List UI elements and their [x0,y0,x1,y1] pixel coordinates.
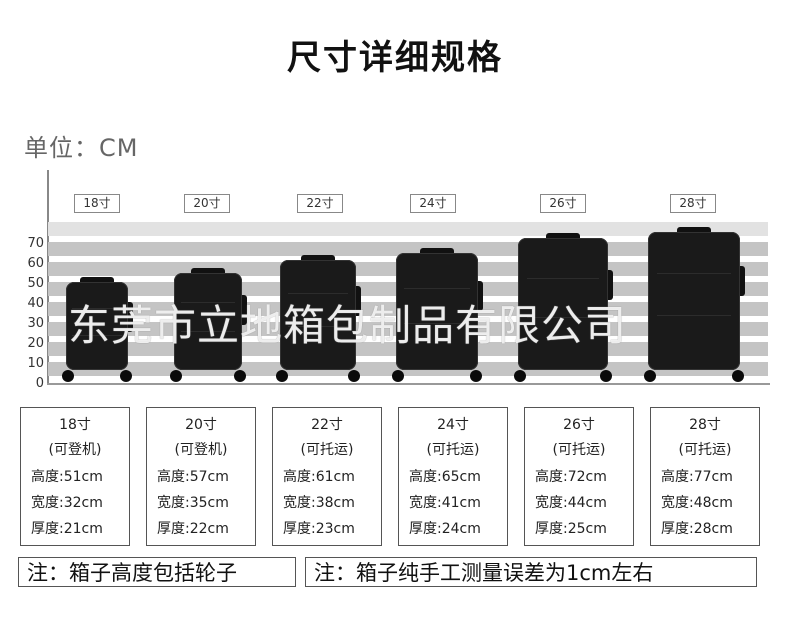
spec-height: 高度:77cm [661,469,733,485]
spec-depth: 厚度:25cm [535,521,607,537]
spec-height: 高度:72cm [535,469,607,485]
suitcase-28 [648,227,745,370]
wheel [600,370,612,382]
wheel [514,370,526,382]
wheel [234,370,246,382]
suitcase-22 [280,255,361,370]
spec-size: 26寸 [563,417,595,433]
spec-card-26: 26寸 (可托运) 高度:72cm 宽度:44cm 厚度:25cm [524,407,634,546]
page-title: 尺寸详细规格 [287,38,503,78]
size-tag: 20寸 [184,194,230,213]
spec-height: 高度:65cm [409,469,481,485]
y-tick-label: 50 [27,276,44,291]
wheel [62,370,74,382]
size-tag: 22寸 [297,194,343,213]
size-tag: 28寸 [670,194,716,213]
wheel [276,370,288,382]
note-measurement-error: 注：箱子纯手工测量误差为1cm左右 [305,557,757,587]
spec-height: 高度:61cm [283,469,355,485]
spec-card-22: 22寸 (可托运) 高度:61cm 宽度:38cm 厚度:23cm [272,407,382,546]
spec-type: (可托运) [552,442,606,458]
spec-height: 高度:57cm [157,469,229,485]
wheel [170,370,182,382]
suitcase-20 [174,268,247,370]
spec-type: (可托运) [426,442,480,458]
spec-size: 18寸 [59,417,91,433]
spec-width: 宽度:44cm [535,495,607,511]
suitcase-26 [518,233,613,370]
y-tick-label: 70 [27,236,44,251]
spec-type: (可登机) [174,442,228,458]
wheel [348,370,360,382]
grid-band [48,222,768,236]
spec-card-18: 18寸 (可登机) 高度:51cm 宽度:32cm 厚度:21cm [20,407,130,546]
spec-card-28: 28寸 (可托运) 高度:77cm 宽度:48cm 厚度:28cm [650,407,760,546]
size-tag: 18寸 [74,194,120,213]
spec-depth: 厚度:24cm [409,521,481,537]
suitcase-18 [66,277,133,370]
spec-type: (可托运) [678,442,732,458]
spec-width: 宽度:32cm [31,495,103,511]
spec-size: 28寸 [689,417,721,433]
spec-size: 22寸 [311,417,343,433]
spec-type: (可登机) [48,442,102,458]
y-tick-label: 10 [27,356,44,371]
spec-card-20: 20寸 (可登机) 高度:57cm 宽度:35cm 厚度:22cm [146,407,256,546]
suitcase-24 [396,248,483,370]
unit-label: 单位：CM [24,134,139,162]
size-tag: 26寸 [540,194,586,213]
y-tick-label: 30 [27,316,44,331]
wheel [732,370,744,382]
spec-type: (可托运) [300,442,354,458]
y-tick-label: 0 [35,376,44,391]
spec-width: 宽度:35cm [157,495,229,511]
spec-height: 高度:51cm [31,469,103,485]
wheel [470,370,482,382]
y-axis-line [47,170,49,385]
wheel [392,370,404,382]
spec-depth: 厚度:21cm [31,521,103,537]
spec-depth: 厚度:22cm [157,521,229,537]
spec-depth: 厚度:23cm [283,521,355,537]
wheel [644,370,656,382]
spec-width: 宽度:38cm [283,495,355,511]
spec-card-24: 24寸 (可托运) 高度:65cm 宽度:41cm 厚度:24cm [398,407,508,546]
y-tick-label: 40 [27,296,44,311]
watermark-text: 东莞市立地箱包制品有限公司 [68,301,628,350]
spec-width: 宽度:41cm [409,495,481,511]
size-tag: 24寸 [410,194,456,213]
note-height-includes-wheels: 注：箱子高度包括轮子 [18,557,296,587]
spec-width: 宽度:48cm [661,495,733,511]
spec-size: 24寸 [437,417,469,433]
y-tick-label: 20 [27,336,44,351]
x-axis-line [47,383,770,385]
spec-size: 20寸 [185,417,217,433]
y-tick-label: 60 [27,256,44,271]
wheel [120,370,132,382]
spec-depth: 厚度:28cm [661,521,733,537]
